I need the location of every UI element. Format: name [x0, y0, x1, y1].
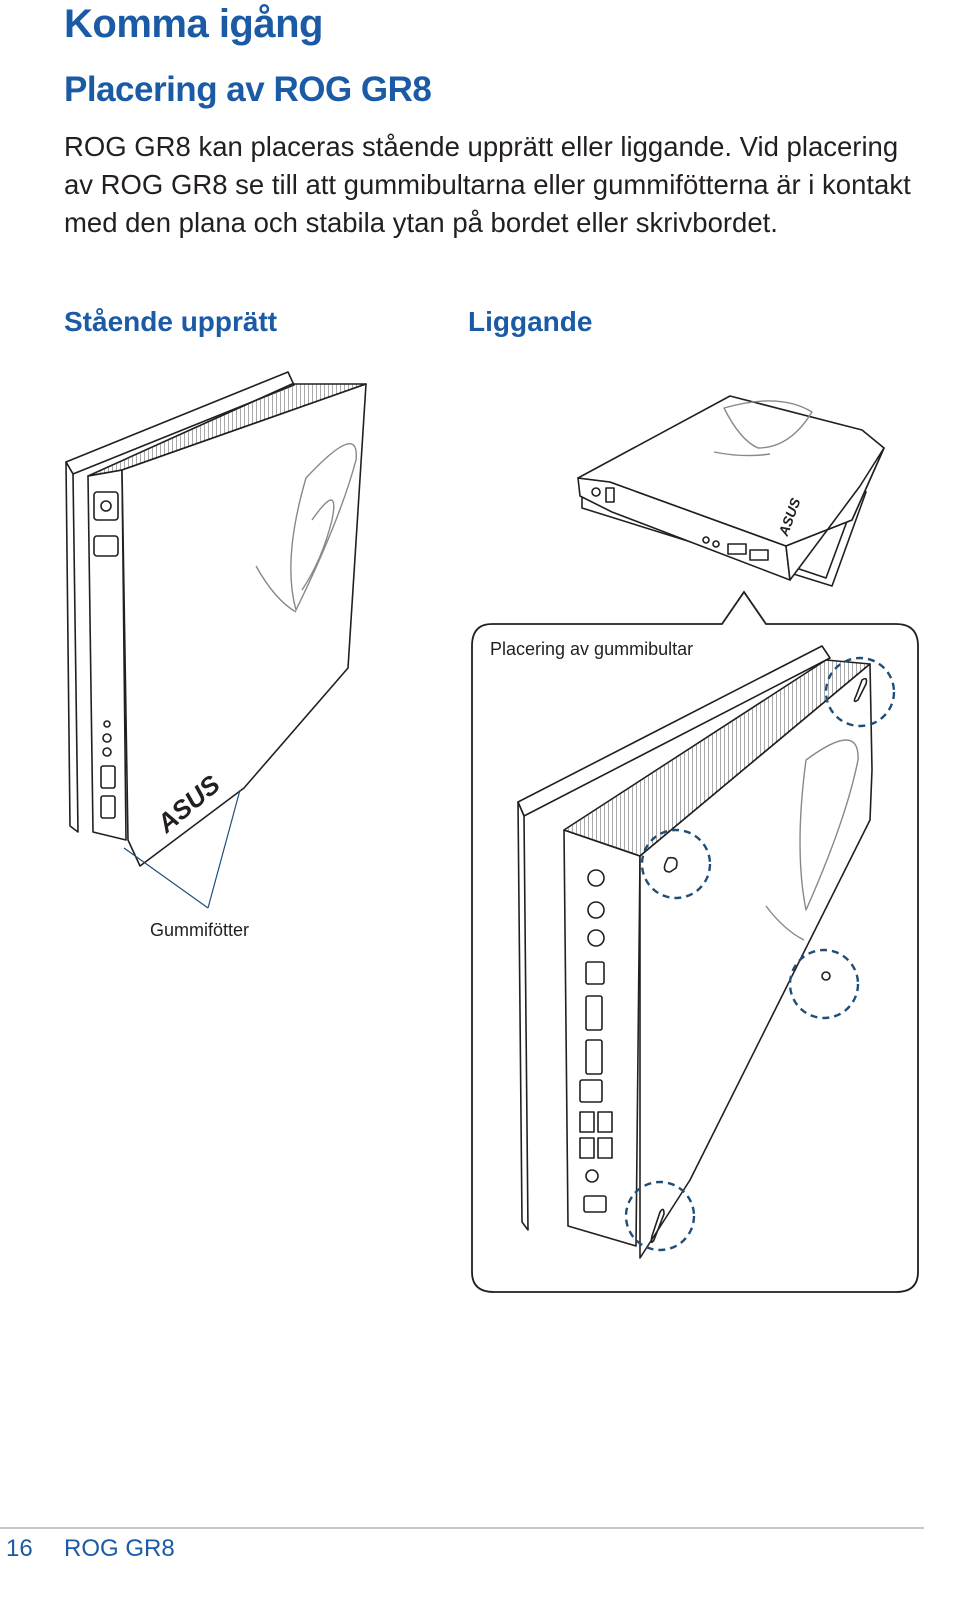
- chapter-title: Komma igång: [64, 2, 323, 46]
- footer-divider: [0, 1527, 924, 1529]
- bumper-marker-bottom: [624, 1180, 696, 1252]
- bumper-marker-middle: [788, 948, 860, 1020]
- lying-heading: Liggande: [468, 306, 593, 337]
- page-number: 16: [6, 1535, 33, 1562]
- standing-device-drawing: ASUS: [65, 371, 367, 867]
- intro-paragraph: ROG GR8 kan placeras stående upprätt ell…: [64, 131, 911, 238]
- feet-label: Gummifötter: [150, 920, 250, 940]
- lying-device-drawing: ASUS: [577, 395, 885, 587]
- standing-heading: Stående upprätt: [64, 306, 278, 337]
- feet-callout-lines: [123, 789, 241, 909]
- bumpers-label: Placering av gummibultar: [490, 639, 694, 659]
- bumper-markers: [624, 656, 896, 1252]
- bumpers-device-drawing: [517, 645, 873, 1259]
- footer-product-name: ROG GR8: [64, 1535, 175, 1562]
- bumper-marker-upper-left: [640, 828, 712, 900]
- section-title: Placering av ROG GR8: [64, 70, 432, 109]
- bumper-marker-top: [824, 656, 896, 728]
